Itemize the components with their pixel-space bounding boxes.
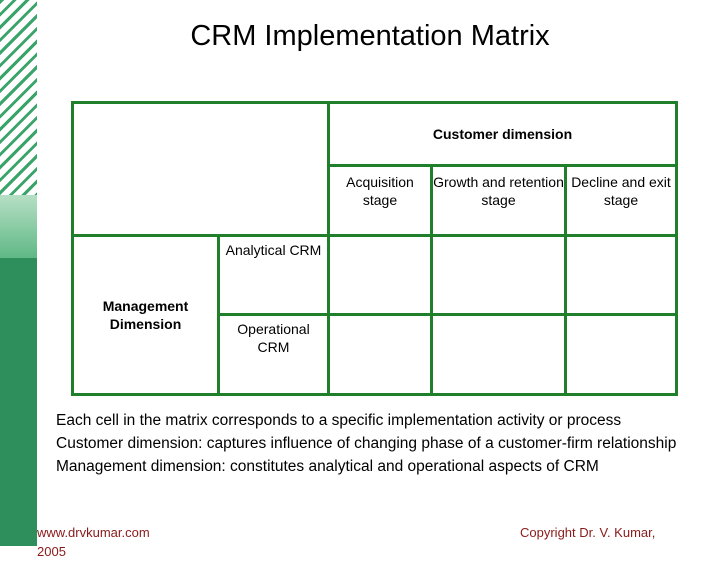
operational-crm-row-header: Operational CRM [217,313,330,396]
analytical-crm-row-header: Analytical CRM [217,234,330,316]
empty-corner-cell [71,101,330,237]
footer-copyright: Copyright Dr. V. Kumar, [520,525,656,540]
band-gradient [0,195,37,260]
matrix-cell [430,313,567,396]
management-dimension-header: Management Dimension [71,234,220,396]
slide-title: CRM Implementation Matrix [190,20,550,52]
customer-dimension-header: Customer dimension [327,101,678,167]
crm-implementation-matrix: Customer dimension Acquisition stage Gro… [71,101,678,396]
management-label: Management [102,298,189,314]
dimension-label: Dimension [109,316,182,332]
growth-retention-stage-header: Growth and retention stage [430,164,567,237]
footer-website: www.drvkumar.com 2005 [37,525,150,559]
matrix-cell [564,234,678,316]
decorative-side-band [0,0,37,546]
band-solid [0,258,37,546]
notes-block: Each cell in the matrix corresponds to a… [56,411,726,480]
matrix-cell [564,313,678,396]
band-hatch-pattern [0,0,37,200]
note-item: Each cell in the matrix corresponds to a… [56,412,622,429]
matrix-cell [327,234,433,316]
matrix-cell [430,234,567,316]
matrix-cell [327,313,433,396]
note-item: Customer dimension: captures influence o… [56,435,677,452]
acquisition-stage-header: Acquisition stage [327,164,433,237]
decline-exit-stage-header: Decline and exit stage [564,164,678,237]
note-item: Management dimension: constitutes analyt… [56,458,599,475]
